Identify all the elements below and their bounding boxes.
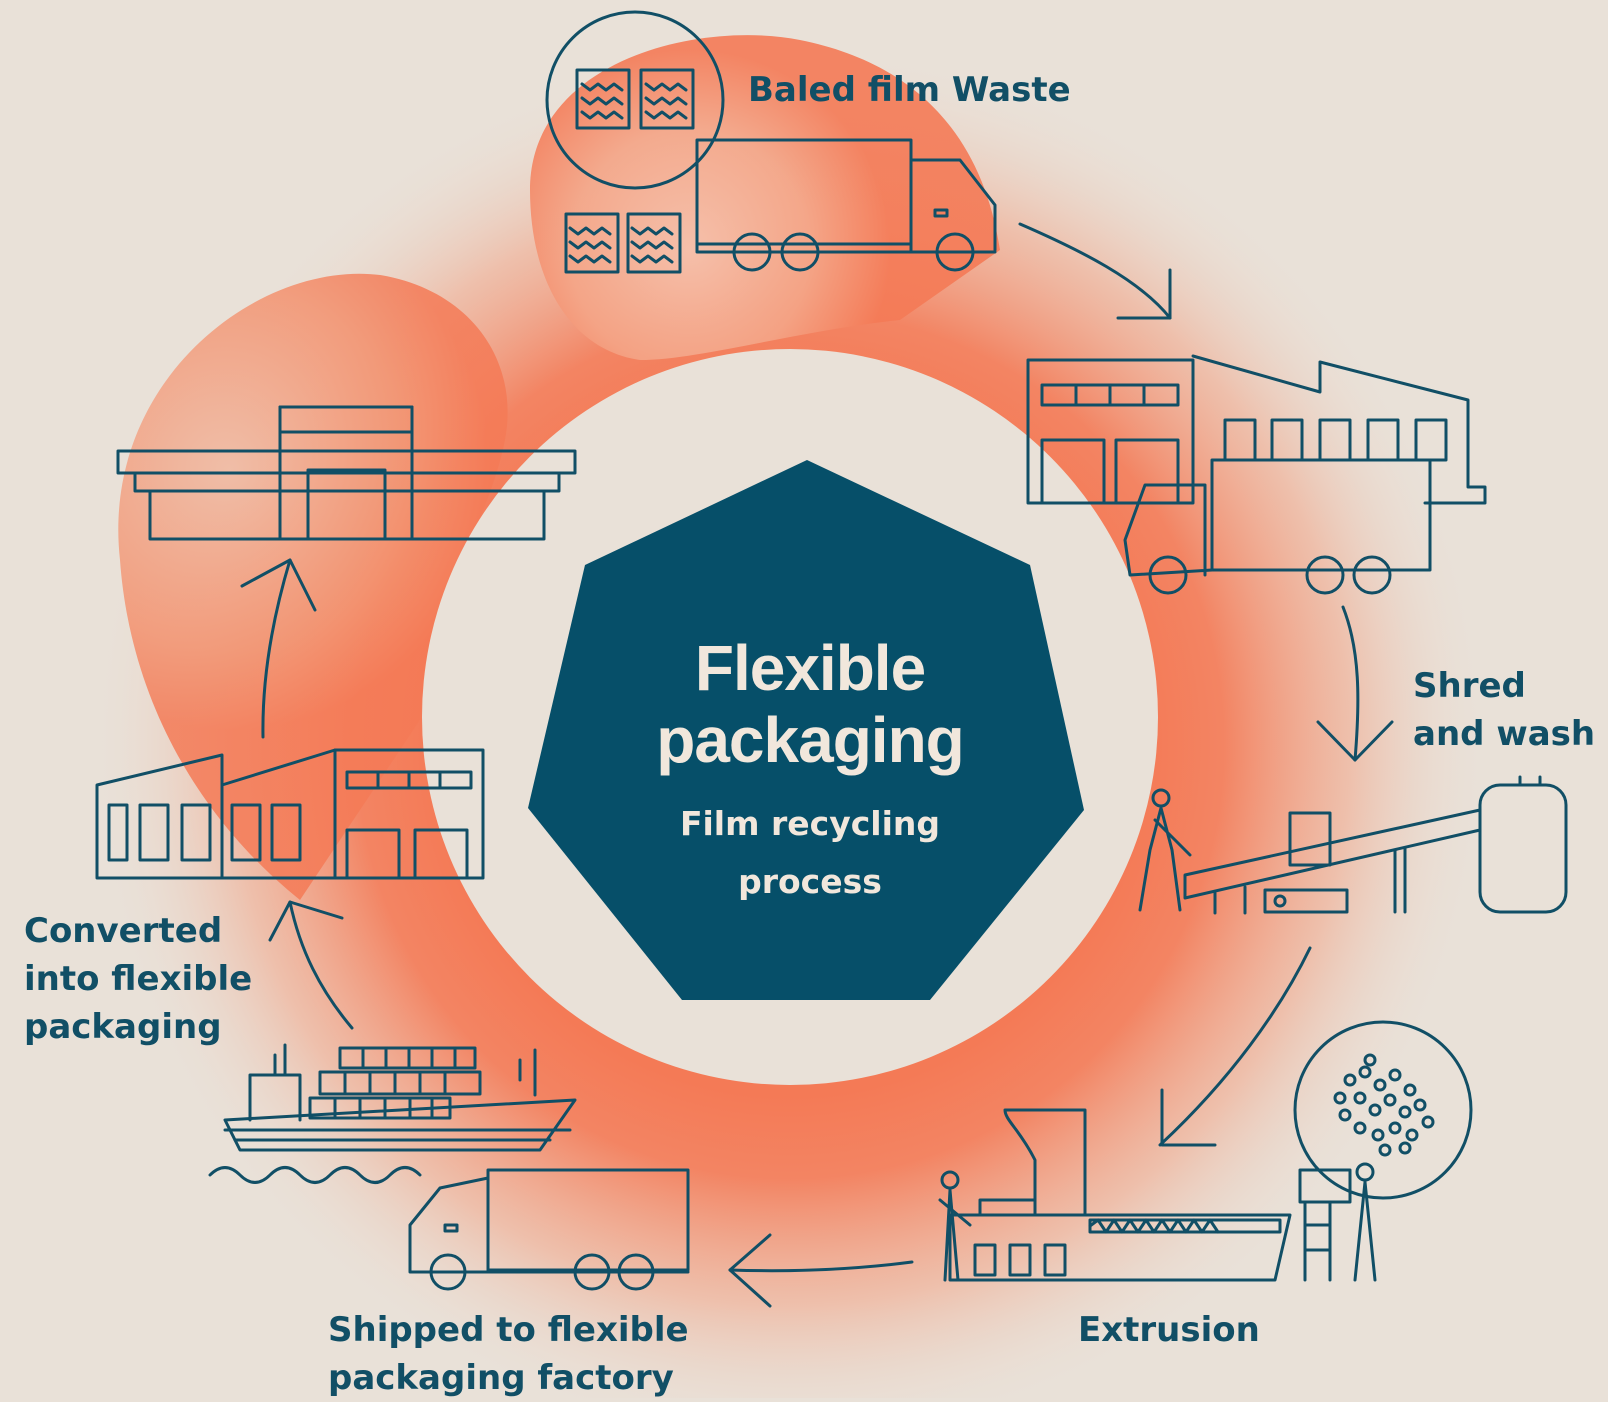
center-subtitle-line1: Film recycling <box>679 804 941 843</box>
arrow-icon <box>1316 605 1394 762</box>
arrow-icon <box>268 900 354 1030</box>
step-label-line: Shipped to flexible <box>328 1310 689 1350</box>
cargo-ship-icon <box>208 1043 577 1184</box>
step-label-converted: Converted into flexible packaging <box>24 907 252 1051</box>
step-label-baled-film-waste: Baled film Waste <box>748 66 1071 114</box>
center-heptagon <box>528 460 1084 1000</box>
arrow-icon <box>728 1233 914 1308</box>
center-subtitle: Film recycling process <box>600 795 1020 911</box>
recycling-facility-icon <box>1026 354 1487 595</box>
step-label-line: packaging <box>24 1007 222 1047</box>
step-label-line: and wash <box>1413 714 1596 754</box>
step-label-line: Converted <box>24 911 223 951</box>
step-label-line: into flexible <box>24 959 253 999</box>
step-label-extrusion: Extrusion <box>1078 1306 1260 1354</box>
step-label-shipped: Shipped to flexible packaging factory <box>328 1306 689 1402</box>
packaging-factory-icon <box>95 748 485 880</box>
step-label-line: Shred <box>1413 666 1526 706</box>
delivery-truck-icon <box>408 1168 690 1291</box>
shredder-conveyor-icon <box>1138 775 1568 915</box>
center-title-line1: Flexible <box>694 632 926 704</box>
center-title: Flexible packaging <box>530 632 1090 776</box>
pellets-icon <box>1293 1020 1473 1200</box>
step-label-line: Baled film Waste <box>748 70 1071 110</box>
truck-icon <box>695 138 997 272</box>
arrow-icon <box>1158 946 1312 1147</box>
bale-icon <box>545 10 725 274</box>
arrow-icon <box>240 558 317 739</box>
center-subtitle-line2: process <box>738 862 882 901</box>
center-title-line2: packaging <box>656 704 965 776</box>
arrow-icon <box>1018 222 1172 320</box>
extruder-icon <box>938 1108 1377 1282</box>
step-label-line: packaging factory <box>328 1358 674 1398</box>
step-label-shred-and-wash: Shred and wash <box>1413 662 1595 758</box>
step-label-line: Extrusion <box>1078 1310 1260 1350</box>
retail-building-icon <box>116 405 577 541</box>
